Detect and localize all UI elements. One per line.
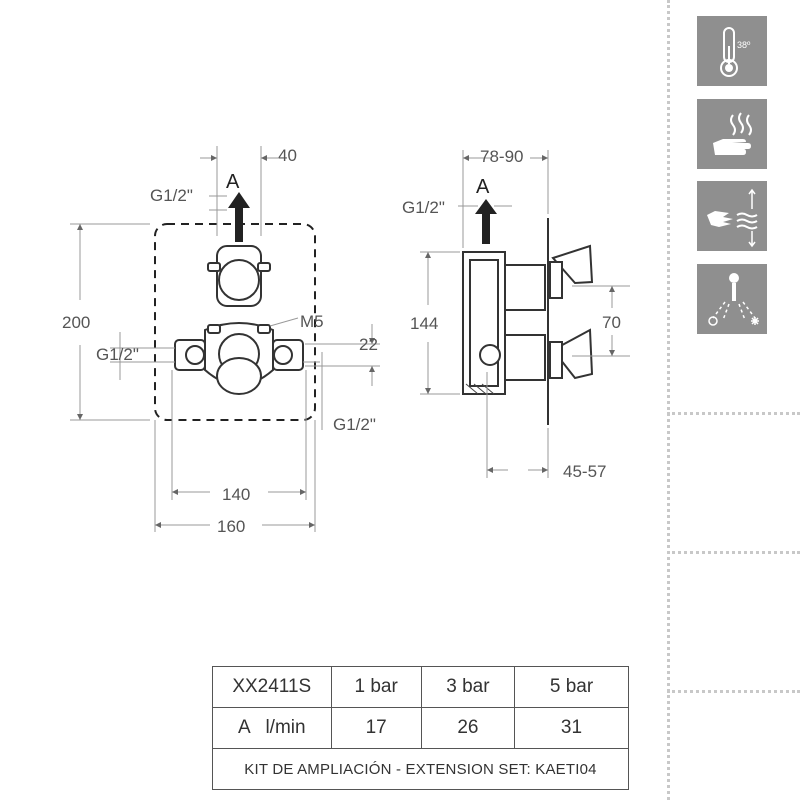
table-row: XX2411S 1 bar 3 bar 5 bar <box>212 666 629 708</box>
kit-note: KIT DE AMPLIACIÓN - EXTENSION SET: KAETI… <box>212 748 629 790</box>
pressure-cell: 3 bar <box>420 666 516 708</box>
front-view: A 40 G1/2" 200 G1/2" <box>62 146 380 536</box>
side-flow-label: A <box>476 176 490 198</box>
front-right-inlet-thread: G1/2" <box>333 415 376 434</box>
anti-scald-shower-icon <box>697 264 767 334</box>
sidebar-separator <box>667 551 800 554</box>
front-outlet-thread: G1/2" <box>150 186 193 205</box>
thermometer-temp-text: 38º <box>737 40 751 50</box>
side-dim-bottom-range: 45-57 <box>563 462 606 481</box>
outlet-unit-cell: A l/min <box>212 707 332 749</box>
front-dim-inner-width: 140 <box>222 485 250 504</box>
front-dim-top-width: 40 <box>278 146 297 165</box>
front-dim-outer-width: 160 <box>217 517 245 536</box>
table-row: A l/min 17 26 31 <box>212 707 629 749</box>
front-screw-label: M5 <box>300 312 324 331</box>
pressure-cell: 5 bar <box>514 666 629 708</box>
sidebar-divider <box>667 0 670 800</box>
unit-label: l/min <box>265 717 306 738</box>
front-left-inlet-thread: G1/2" <box>96 345 139 364</box>
side-outlet-thread: G1/2" <box>402 198 445 217</box>
side-dim-height: 144 <box>410 314 438 333</box>
front-dim-height: 200 <box>62 313 90 332</box>
model-cell: XX2411S <box>212 666 332 708</box>
flow-cell: 26 <box>420 707 516 749</box>
flow-cell: 17 <box>330 707 422 749</box>
flow-rate-table: XX2411S 1 bar 3 bar 5 bar A l/min 17 26 … <box>212 666 629 790</box>
hand-warm-water-icon <box>697 99 767 169</box>
side-view: A 78-90 G1/2" 144 70 <box>402 147 630 481</box>
valve-body <box>174 245 304 395</box>
side-dim-top-range: 78-90 <box>480 147 523 166</box>
pressure-cell: 1 bar <box>330 666 422 708</box>
side-flow-arrow <box>475 199 497 244</box>
front-dim-offset: 22 <box>359 335 378 354</box>
front-flow-arrow <box>228 192 250 242</box>
sidebar-separator <box>667 412 800 415</box>
table-row: KIT DE AMPLIACIÓN - EXTENSION SET: KAETI… <box>212 748 629 790</box>
front-flow-label: A <box>226 171 240 193</box>
flow-cell: 31 <box>514 707 629 749</box>
hand-flow-adjust-icon <box>697 181 767 251</box>
sidebar-separator <box>667 690 800 693</box>
outlet-label: A <box>237 717 250 738</box>
front-wall-outline <box>154 223 316 421</box>
side-dim-spacing: 70 <box>602 313 621 332</box>
thermometer-icon: 38º <box>697 16 767 86</box>
